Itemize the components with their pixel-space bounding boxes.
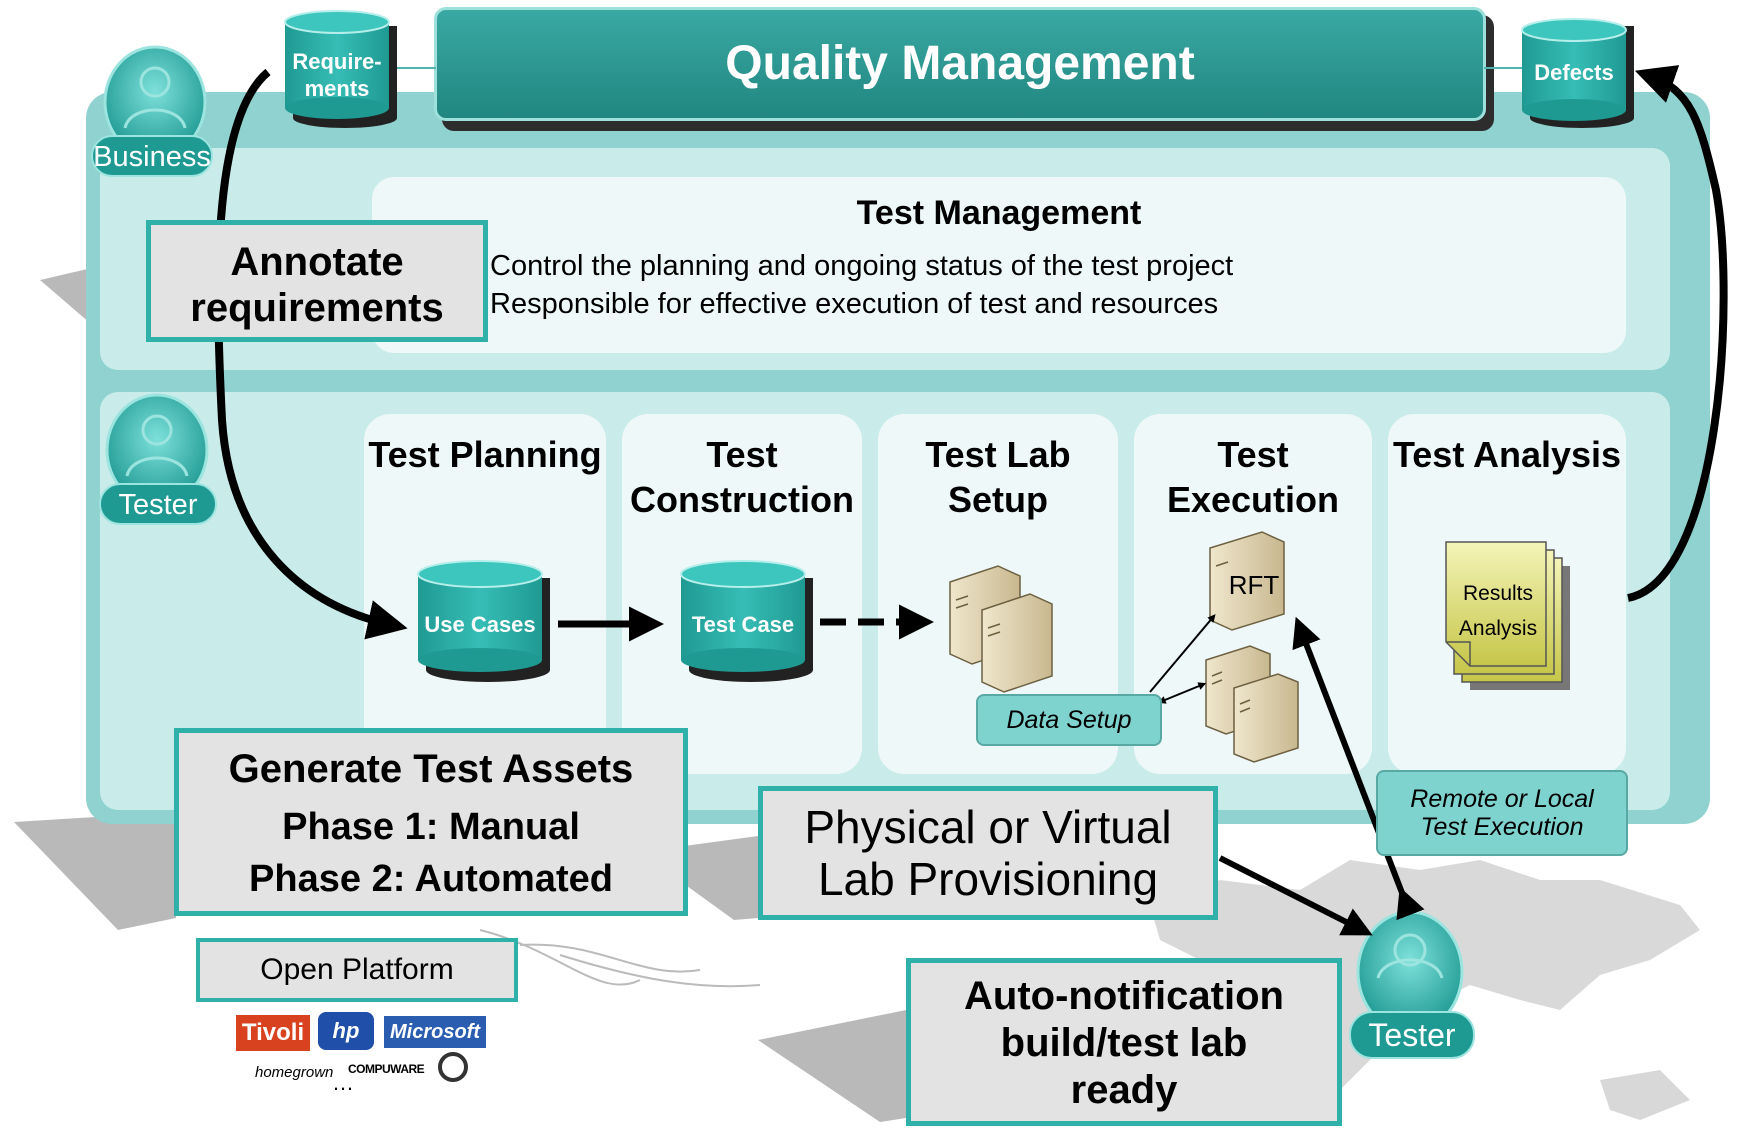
compuware-circle-icon — [438, 1052, 468, 1082]
defects-db-icon — [1521, 18, 1634, 128]
compuware-logo: COMPUWARE — [348, 1062, 425, 1076]
test-management-bullet-1: Control the planning and ongoing status … — [481, 250, 1234, 282]
use-cases-db-icon — [417, 560, 550, 682]
microsoft-logo: Microsoft — [384, 1016, 486, 1048]
business-role-label: Business — [93, 141, 211, 173]
test-management-title: Test Management — [856, 194, 1142, 232]
rft-label: RFT — [1228, 570, 1280, 600]
results-document-icon — [1445, 541, 1570, 690]
lab-server-icon — [949, 565, 1053, 693]
stage-title-execution: Test Execution — [1166, 434, 1340, 520]
stage-title-analysis: Test Analysis — [1392, 434, 1622, 475]
auto-line-2: build/test lab — [1000, 1021, 1248, 1065]
lab-provisioning-callout: Physical or Virtual Lab Provisioning — [758, 786, 1218, 920]
results-label-1: Results — [1462, 582, 1534, 605]
more-logos-ellipsis: … — [332, 1070, 354, 1095]
provisioning-line-2: Lab Provisioning — [817, 853, 1159, 905]
requirements-db-icon — [284, 10, 397, 128]
arrow-tester-rft — [1292, 616, 1425, 921]
annotate-line-2: requirements — [190, 286, 444, 330]
homegrown-label: homegrown — [255, 1064, 334, 1081]
test-management-bullet-2: Responsible for effective execution of t… — [481, 288, 1219, 320]
open-platform-box: Open Platform — [196, 938, 518, 1002]
use-cases-label: Use Cases — [424, 612, 536, 637]
annotate-line-1: Annotate — [230, 240, 404, 284]
remote-execution-line-1: Remote or Local — [1410, 785, 1594, 813]
execution-server-icon — [1205, 645, 1299, 763]
auto-line-3: ready — [1070, 1068, 1178, 1112]
provisioning-line-1: Physical or Virtual — [804, 801, 1172, 853]
tester-person-icon-top — [99, 393, 217, 525]
test-management-box — [372, 177, 1626, 353]
business-person-icon — [91, 45, 213, 177]
tester-role-label-top: Tester — [118, 489, 198, 521]
stage-title-construction: Test Construction — [630, 434, 854, 520]
generate-test-assets-callout: Generate Test Assets Phase 1: Manual Pha… — [174, 728, 688, 916]
defects-db-label: Defects — [1534, 60, 1614, 85]
results-label-2: Analysis — [1458, 617, 1538, 640]
remote-execution-line-2: Test Execution — [1420, 813, 1584, 841]
auto-line-1: Auto-notification — [964, 974, 1284, 1018]
requirements-db-label: Require- ments — [292, 49, 382, 101]
remote-execution-box: Remote or Local Test Execution — [1376, 770, 1628, 856]
arrow-requirements-to-use-cases — [214, 68, 408, 640]
annotate-requirements-callout: Annotate requirements — [146, 220, 488, 342]
stage-title-planning: Test Planning — [368, 434, 602, 475]
arrow-provisioning-to-tester — [1218, 855, 1373, 936]
generate-phase-2: Phase 2: Automated — [249, 858, 613, 900]
hp-logo: hp — [318, 1012, 374, 1050]
test-case-db-icon — [680, 560, 813, 682]
data-setup-box: Data Setup — [976, 694, 1162, 746]
test-case-label: Test Case — [691, 612, 795, 637]
stage-title-lab-setup: Test Lab Setup — [925, 434, 1071, 520]
auto-notification-callout: Auto-notification build/test lab ready — [906, 958, 1342, 1126]
generate-title: Generate Test Assets — [228, 747, 634, 791]
tester-role-label-bottom: Tester — [1368, 1017, 1456, 1053]
generate-phase-1: Phase 1: Manual — [282, 806, 580, 848]
arrow-analysis-to-defects — [1627, 65, 1728, 602]
quality-management-banner — [434, 7, 1486, 121]
quality-management-title: Quality Management — [725, 37, 1195, 90]
tivoli-logo: Tivoli — [236, 1015, 310, 1051]
